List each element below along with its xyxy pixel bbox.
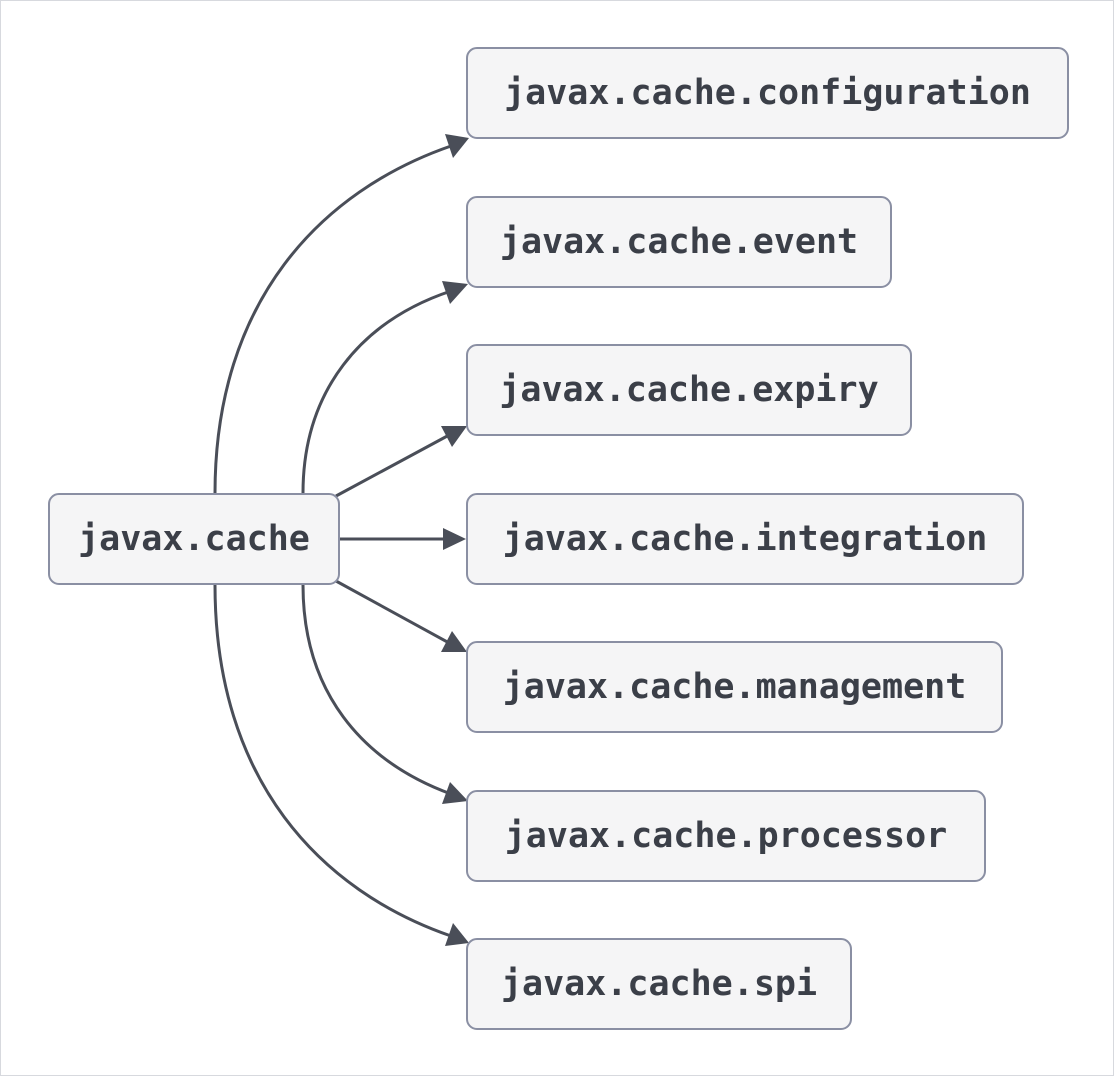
node-javax-cache-configuration[interactable]: javax.cache.configuration bbox=[466, 47, 1069, 139]
edge-to-integration bbox=[340, 528, 466, 550]
edge-to-processor bbox=[301, 584, 468, 804]
edge-to-event bbox=[301, 281, 468, 494]
edge-to-configuration bbox=[213, 134, 469, 494]
node-javax-cache-spi[interactable]: javax.cache.spi bbox=[466, 938, 852, 1030]
node-label: javax.cache.configuration bbox=[504, 73, 1031, 113]
edge-to-management bbox=[335, 579, 467, 652]
node-javax-cache-management[interactable]: javax.cache.management bbox=[466, 641, 1003, 733]
node-label: javax.cache bbox=[78, 519, 310, 559]
node-label: javax.cache.spi bbox=[500, 964, 818, 1004]
node-label: javax.cache.event bbox=[499, 222, 859, 262]
node-label: javax.cache.processor bbox=[504, 816, 948, 856]
edge-to-spi bbox=[213, 584, 469, 946]
node-label: javax.cache.management bbox=[502, 667, 967, 707]
node-javax-cache-integration[interactable]: javax.cache.integration bbox=[466, 493, 1024, 585]
node-javax-cache-event[interactable]: javax.cache.event bbox=[466, 196, 892, 288]
node-javax-cache-processor[interactable]: javax.cache.processor bbox=[466, 790, 986, 882]
edge-to-expiry bbox=[335, 426, 467, 498]
node-label: javax.cache.integration bbox=[502, 519, 988, 559]
node-javax-cache-expiry[interactable]: javax.cache.expiry bbox=[466, 344, 912, 436]
node-javax-cache[interactable]: javax.cache bbox=[48, 493, 340, 585]
node-label: javax.cache.expiry bbox=[499, 370, 879, 410]
